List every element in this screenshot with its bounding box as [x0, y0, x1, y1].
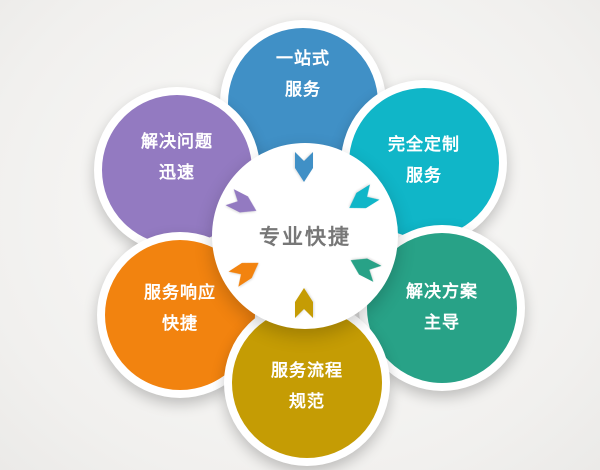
- petal-label-line2: 主导: [424, 313, 460, 333]
- petal-label-line2: 服务: [406, 166, 442, 186]
- petal-label-line1: 服务流程: [271, 361, 343, 381]
- petal-label: 一站式 服务: [276, 44, 330, 106]
- inward-arrow-icon: [225, 189, 257, 213]
- petal-label: 解决方案 主导: [406, 277, 478, 339]
- petal-label-line1: 解决方案: [406, 282, 478, 302]
- petal-label: 服务响应 快捷: [144, 278, 216, 340]
- petal-label-line2: 规范: [289, 392, 325, 412]
- petal-label-line1: 一站式: [276, 49, 330, 69]
- center-label: 专业快捷: [259, 225, 351, 249]
- inward-arrow-icon: [349, 184, 380, 209]
- petal-label-line1: 解决问题: [141, 132, 213, 152]
- petal-label-line2: 快捷: [162, 314, 198, 334]
- center-hub-circle: 专业快捷: [212, 143, 398, 329]
- petal-label-line1: 服务响应: [144, 283, 216, 303]
- petal-label-line1: 完全定制: [388, 135, 460, 155]
- inward-arrow-icon: [228, 262, 259, 287]
- petal-label: 完全定制 服务: [388, 130, 460, 192]
- petal-label-line2: 迅速: [159, 163, 195, 183]
- inward-arrow-icon: [295, 152, 313, 182]
- inward-arrow-icon: [350, 258, 382, 282]
- petal-label: 解决问题 迅速: [141, 127, 213, 189]
- petal-label-line2: 服务: [285, 80, 321, 100]
- petal-label: 服务流程 规范: [271, 356, 343, 418]
- inward-arrow-icon: [295, 288, 313, 318]
